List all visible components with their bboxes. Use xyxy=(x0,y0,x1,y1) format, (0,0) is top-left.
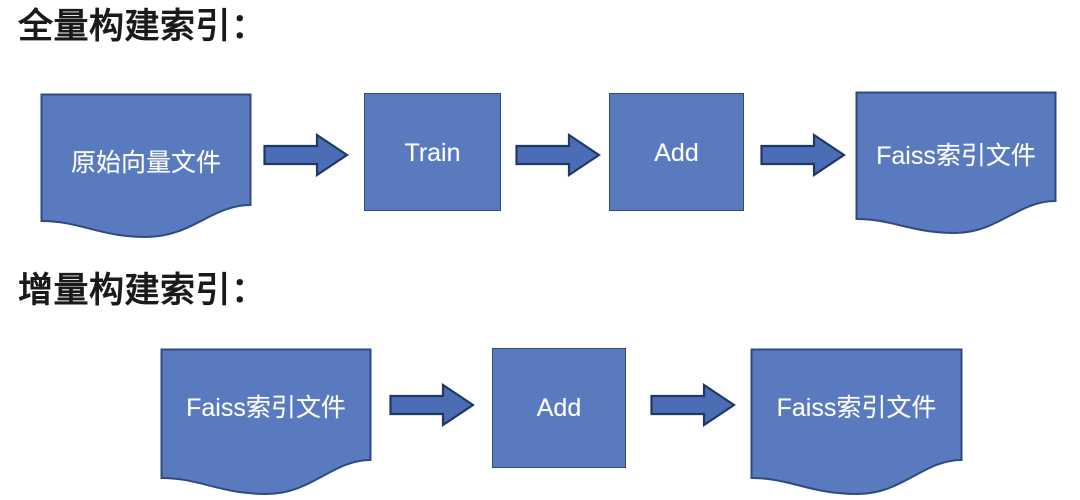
node-faiss-index-file-input[interactable]: Faiss索引文件 xyxy=(160,348,372,498)
document-shape-icon xyxy=(40,93,252,239)
node-label: Add xyxy=(536,394,582,422)
node-add-incremental[interactable]: Add xyxy=(492,348,626,468)
node-label: Add xyxy=(654,139,699,167)
node-source-vector-file[interactable]: 原始向量文件 xyxy=(40,93,252,239)
arrow-right-icon xyxy=(389,383,475,427)
section-heading-incremental-build: 增量构建索引： xyxy=(18,271,267,310)
section-heading-full-build: 全量构建索引： xyxy=(18,7,267,46)
node-add-full[interactable]: Add xyxy=(609,93,744,211)
node-label: Faiss索引文件 xyxy=(876,142,1036,170)
node-faiss-index-file-output[interactable]: Faiss索引文件 xyxy=(855,91,1057,237)
document-shape-icon xyxy=(855,91,1057,235)
node-train[interactable]: Train xyxy=(364,93,501,211)
node-faiss-index-file-updated[interactable]: Faiss索引文件 xyxy=(750,348,963,498)
node-label: Train xyxy=(404,139,461,167)
arrow-right-icon xyxy=(515,133,601,177)
arrow-right-5 xyxy=(650,383,736,427)
arrow-right-4 xyxy=(389,383,475,427)
node-label: 原始向量文件 xyxy=(70,149,221,177)
document-shape-icon xyxy=(160,348,372,496)
node-label: Faiss索引文件 xyxy=(186,394,346,422)
arrow-right-1 xyxy=(263,133,349,177)
node-label: Faiss索引文件 xyxy=(776,394,937,422)
arrow-right-3 xyxy=(760,133,846,177)
arrow-right-2 xyxy=(515,133,601,177)
document-shape-icon xyxy=(750,348,963,496)
arrow-right-icon xyxy=(263,133,349,177)
arrow-right-icon xyxy=(760,133,846,177)
arrow-right-icon xyxy=(650,383,736,427)
